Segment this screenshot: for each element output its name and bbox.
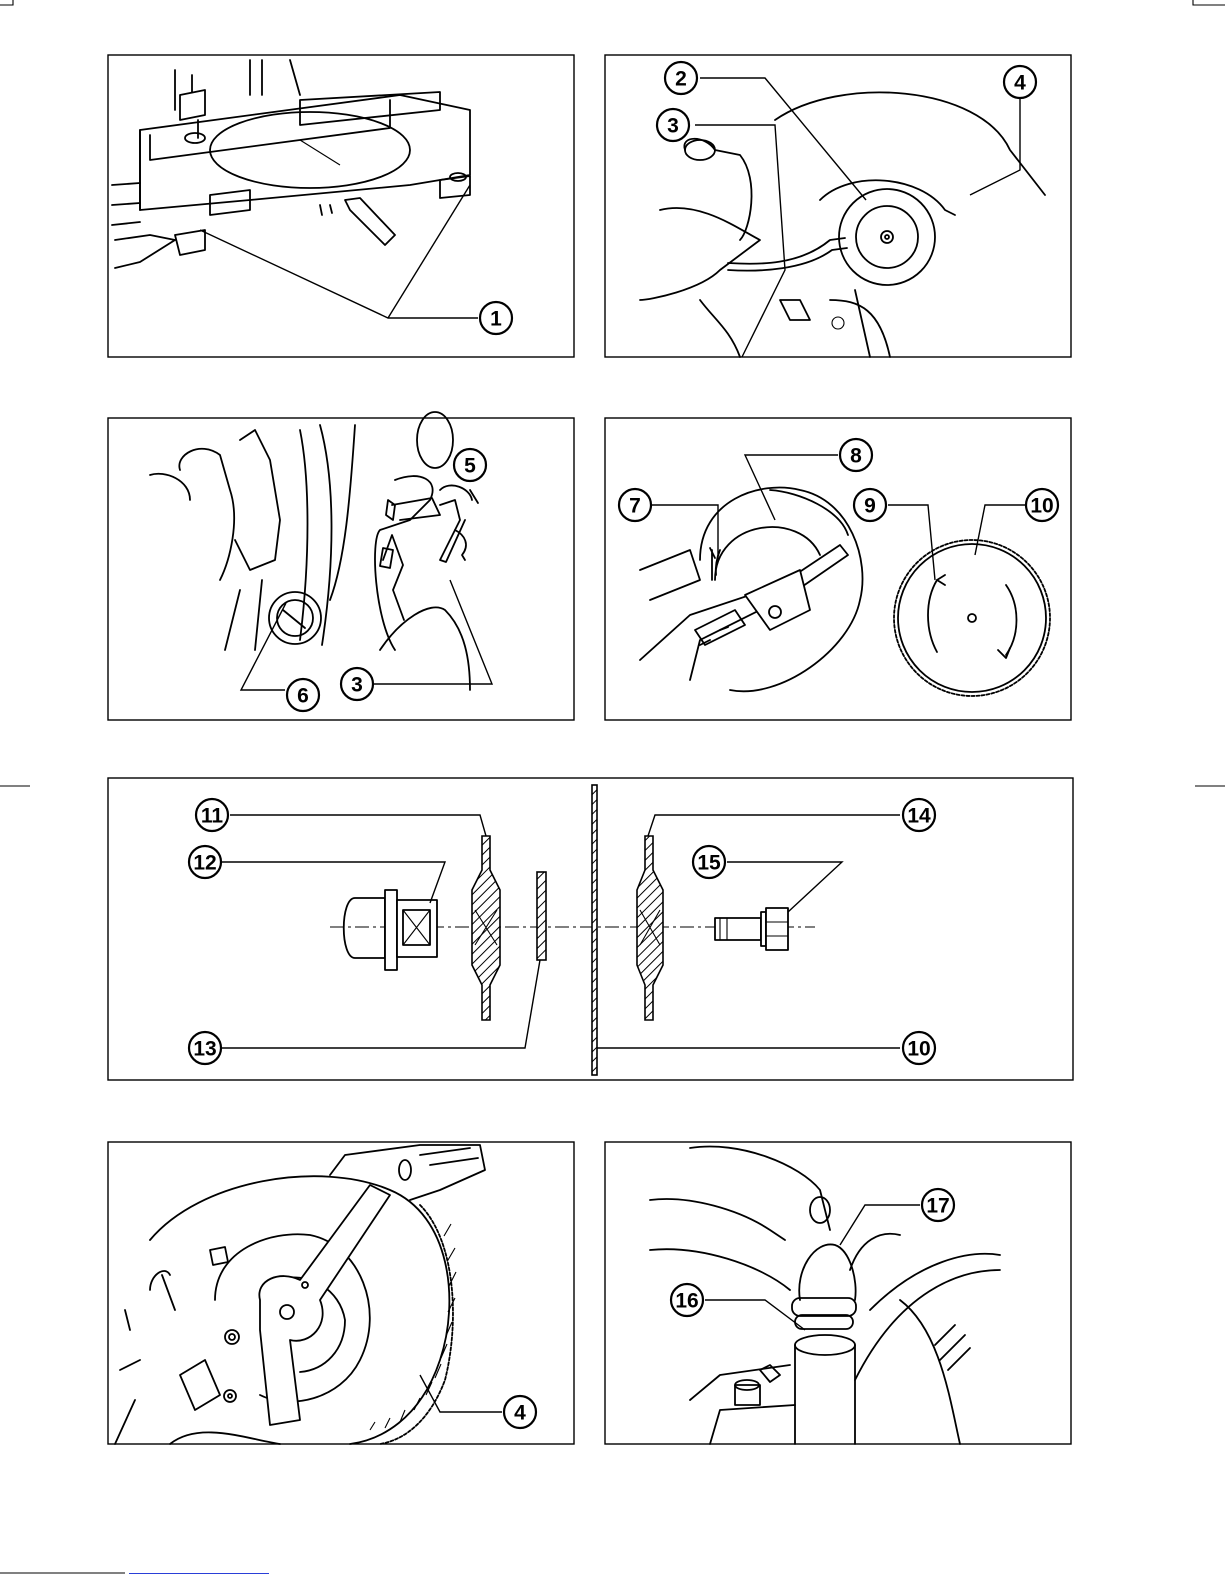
callout-number: 2 — [675, 68, 687, 91]
callout-number: 1 — [490, 308, 502, 331]
figure-base-clamp: 1 — [108, 55, 574, 357]
callout-5: 5 — [454, 449, 486, 481]
callout-4: 4 — [504, 1396, 536, 1428]
callout-number: 14 — [907, 805, 931, 828]
callout-number: 10 — [907, 1038, 930, 1061]
figure-blade-direction: 7 8 9 10 — [605, 418, 1071, 720]
callout-9: 9 — [854, 489, 886, 521]
washer — [537, 872, 546, 960]
figure-guard-wrench: 2 3 4 — [605, 55, 1071, 357]
callout-10: 10 — [903, 1032, 935, 1064]
callout-number: 3 — [351, 674, 363, 697]
callout-number: 10 — [1030, 495, 1053, 518]
figure-blade-assembly: 11 12 13 14 15 10 — [108, 778, 1073, 1080]
figure-dust-bag: 16 17 — [605, 1142, 1071, 1444]
callout-3: 3 — [341, 668, 373, 700]
callout-12: 12 — [189, 846, 221, 878]
saw-blade — [592, 785, 597, 1075]
callout-number: 15 — [697, 852, 721, 875]
callout-number: 4 — [514, 1402, 526, 1425]
callout-number: 16 — [675, 1290, 698, 1313]
callout-number: 3 — [667, 115, 679, 138]
callout-6: 6 — [287, 679, 319, 711]
callout-number: 6 — [297, 685, 309, 708]
callout-15: 15 — [693, 846, 725, 878]
callout-8: 8 — [840, 439, 872, 471]
callout-number: 17 — [926, 1195, 949, 1218]
callout-number: 8 — [850, 445, 862, 468]
callout-number: 7 — [629, 495, 641, 518]
callout-1: 1 — [480, 302, 512, 334]
callout-number: 11 — [201, 805, 224, 828]
callout-3: 3 — [657, 109, 689, 141]
callout-4: 4 — [1004, 66, 1036, 98]
figure-frame — [108, 1142, 574, 1444]
figure-frame — [108, 418, 574, 720]
figure-frame — [605, 55, 1071, 357]
callout-number: 4 — [1014, 72, 1026, 95]
callout-number: 13 — [193, 1038, 216, 1061]
callout-13: 13 — [189, 1032, 221, 1064]
callout-11: 11 — [196, 799, 228, 831]
callout-number: 12 — [193, 852, 216, 875]
callout-17: 17 — [922, 1189, 954, 1221]
figure-spindle-lock: 5 6 3 — [108, 412, 574, 720]
footer-link-underline[interactable] — [129, 1573, 269, 1574]
figure-blade-fitted: 4 — [108, 1142, 574, 1444]
callout-2: 2 — [665, 62, 697, 94]
callout-16: 16 — [671, 1284, 703, 1316]
callout-7: 7 — [619, 489, 651, 521]
callout-number: 9 — [864, 495, 876, 518]
callout-number: 5 — [464, 455, 476, 478]
figure-frame — [605, 418, 1071, 720]
callout-14: 14 — [903, 799, 935, 831]
callout-10: 10 — [1026, 489, 1058, 521]
